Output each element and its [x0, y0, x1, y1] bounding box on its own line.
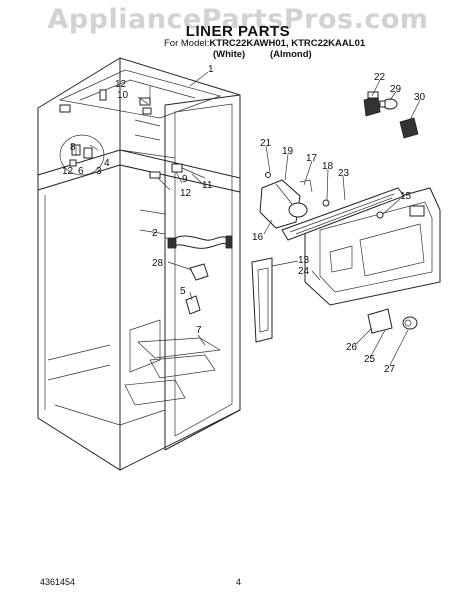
callout-30: 30 [414, 92, 426, 103]
callout-17: 17 [306, 153, 318, 164]
callout-8: 8 [70, 142, 76, 153]
almond-model-number: KTRC22KAAL01 [291, 38, 366, 49]
model-line: For Model:KTRC22KAWH01, KTRC22KAAL01 [164, 38, 365, 49]
callout-18: 18 [322, 161, 334, 172]
model-label: For Model: [164, 38, 210, 49]
callout-21: 21 [260, 138, 272, 149]
page-title: LINER PARTS [185, 23, 291, 40]
callout-3: 3 [96, 166, 102, 177]
callout-13: 13 [298, 255, 310, 266]
callout-22: 22 [374, 72, 386, 83]
lamp-parts [363, 91, 419, 139]
callout-29: 29 [390, 84, 402, 95]
wire-harness [167, 235, 233, 249]
callout-12-left: 12 [62, 166, 74, 177]
callout-26: 26 [346, 342, 358, 353]
callout-11: 11 [202, 180, 213, 191]
callout-23: 23 [338, 168, 350, 179]
callout-4: 4 [104, 158, 110, 169]
white-color-label: (White) [213, 49, 246, 60]
callout-27: 27 [384, 364, 396, 375]
callout-12-middle: 12 [180, 188, 192, 199]
liner-small-brackets [149, 163, 206, 179]
page-number: 4 [236, 577, 242, 587]
callout-12-top: 12 [115, 79, 127, 90]
callout-16: 16 [252, 232, 264, 243]
liner-bracket [185, 295, 201, 315]
callout-5: 5 [180, 286, 186, 297]
refrigerator-liner [37, 57, 241, 471]
callout-15: 15 [400, 191, 412, 202]
callout-25: 25 [364, 354, 376, 365]
callout-9: 9 [182, 174, 188, 185]
control-housing [251, 172, 441, 343]
document-number: 4361454 [40, 577, 76, 587]
callout-28: 28 [152, 258, 164, 269]
white-model-number: KTRC22KAWH01, [209, 38, 289, 49]
callout-7: 7 [196, 325, 202, 336]
almond-color-label: (Almond) [270, 49, 312, 60]
callout-24: 24 [298, 266, 310, 277]
watermark: AppliancePartsPros.com [47, 4, 429, 35]
callout-10: 10 [117, 90, 129, 101]
callout-1: 1 [208, 64, 214, 75]
leader-lines [75, 71, 421, 366]
clip-part [189, 263, 209, 281]
callout-6: 6 [78, 166, 84, 177]
callout-19: 19 [282, 146, 294, 157]
callout-numbers: 1 2 3 4 5 6 7 8 9 10 11 12 12 12 13 15 1… [62, 64, 426, 375]
callout-2: 2 [152, 228, 158, 239]
